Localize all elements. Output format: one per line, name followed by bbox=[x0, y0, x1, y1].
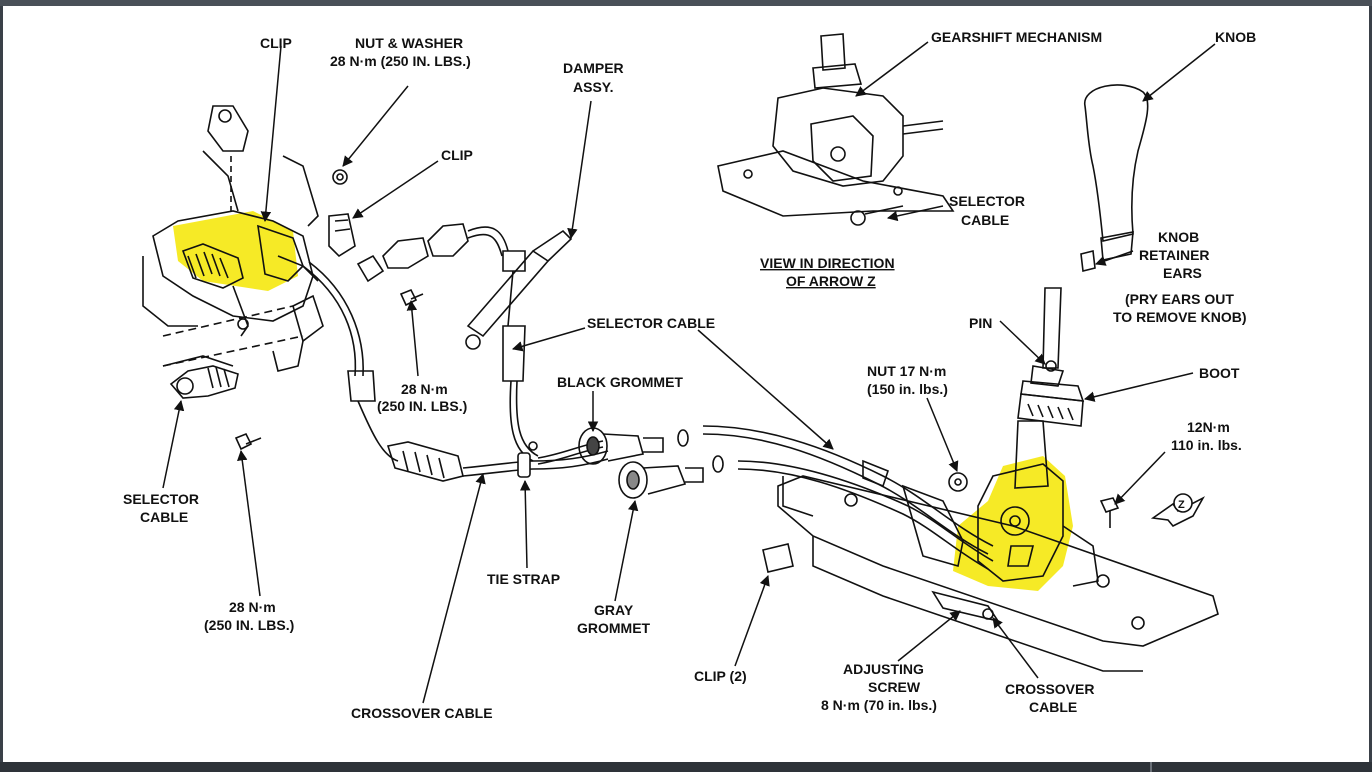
transmission-linkage-left bbox=[142, 105, 324, 372]
label-clip2: CLIP (2) bbox=[694, 668, 747, 684]
label-adjusting-2: SCREW bbox=[868, 679, 921, 695]
bottom-bar bbox=[0, 762, 1372, 772]
nut-top bbox=[332, 169, 348, 185]
cables-to-shifter bbox=[702, 425, 994, 570]
black-grommet bbox=[578, 427, 689, 465]
bottom-divider bbox=[1150, 762, 1152, 772]
label-selector-cable-inset-2: CABLE bbox=[961, 212, 1009, 228]
gray-grommet bbox=[618, 455, 724, 499]
label-black-grommet: BLACK GROMMET bbox=[557, 374, 683, 390]
label-adjusting-3: 8 N·m (70 in. lbs.) bbox=[821, 697, 937, 713]
tie-strap bbox=[517, 441, 538, 478]
label-knob: KNOB bbox=[1215, 29, 1256, 45]
label-pry-1: (PRY EARS OUT bbox=[1125, 291, 1234, 307]
label-torque12-2: 110 in. lbs. bbox=[1171, 437, 1242, 453]
label-view-2: OF ARROW Z bbox=[786, 273, 876, 289]
shifter-mechanism bbox=[977, 287, 1085, 582]
diagram-svg: CLIP NUT & WASHER 28 N·m (250 IN. LBS.) … bbox=[123, 29, 1256, 721]
label-nut-washer-1: NUT & WASHER bbox=[355, 35, 463, 51]
label-selector-cable-mid: SELECTOR CABLE bbox=[587, 315, 715, 331]
inset-gearshift bbox=[717, 33, 955, 226]
shifter-base bbox=[777, 459, 1219, 672]
arrow-z-symbol bbox=[1150, 493, 1205, 527]
label-tie-strap: TIE STRAP bbox=[487, 571, 560, 587]
label-damper-1: DAMPER bbox=[563, 60, 624, 76]
label-gray-grommet-1: GRAY bbox=[594, 602, 634, 618]
label-pry-2: TO REMOVE KNOB) bbox=[1113, 309, 1247, 325]
label-crossover-bottom: CROSSOVER CABLE bbox=[351, 705, 493, 721]
label-damper-2: ASSY. bbox=[573, 79, 613, 95]
highlight-right bbox=[953, 456, 1073, 591]
leader-lines bbox=[162, 41, 1216, 704]
label-crossover-right-1: CROSSOVER bbox=[1005, 681, 1094, 697]
damper-assembly bbox=[465, 229, 573, 350]
labels: CLIP NUT & WASHER 28 N·m (250 IN. LBS.) … bbox=[123, 29, 1256, 721]
label-torque-28-mid-2: (250 IN. LBS.) bbox=[377, 398, 467, 414]
label-selector-cable-left-1: SELECTOR bbox=[123, 491, 199, 507]
label-torque-28-mid-1: 28 N·m bbox=[401, 381, 448, 397]
label-knob-retainer-2: RETAINER bbox=[1139, 247, 1210, 263]
label-view-1: VIEW IN DIRECTION bbox=[760, 255, 895, 271]
label-selector-cable-inset-1: SELECTOR bbox=[949, 193, 1025, 209]
label-torque12-1: 12N·m bbox=[1187, 419, 1230, 435]
knob bbox=[1080, 84, 1149, 272]
nut-17 bbox=[948, 472, 968, 492]
label-pin: PIN bbox=[969, 315, 992, 331]
bolt-left-mid bbox=[399, 288, 424, 307]
selector-cable-main bbox=[356, 223, 604, 465]
clip-mid-part bbox=[328, 213, 356, 258]
bolt-left-low bbox=[234, 432, 262, 451]
label-nut-washer-2: 28 N·m (250 IN. LBS.) bbox=[330, 53, 471, 69]
top-bar bbox=[0, 0, 1372, 6]
label-arrow-z: Z bbox=[1178, 499, 1185, 511]
label-knob-retainer-1: KNOB bbox=[1158, 229, 1199, 245]
crossover-cable bbox=[302, 261, 609, 482]
highlight-left bbox=[173, 211, 298, 291]
label-nut17-1: NUT 17 N·m bbox=[867, 363, 946, 379]
label-nut17-2: (150 in. lbs.) bbox=[867, 381, 948, 397]
selector-cable-end-left bbox=[169, 365, 239, 399]
label-clip-top: CLIP bbox=[260, 35, 292, 51]
label-gray-grommet-2: GROMMET bbox=[577, 620, 651, 636]
label-adjusting-1: ADJUSTING bbox=[843, 661, 924, 677]
label-selector-cable-left-2: CABLE bbox=[140, 509, 188, 525]
label-torque-28-low-2: (250 IN. LBS.) bbox=[204, 617, 294, 633]
label-gearshift: GEARSHIFT MECHANISM bbox=[931, 29, 1102, 45]
bolt-12nm bbox=[1099, 497, 1120, 528]
label-clip-mid: CLIP bbox=[441, 147, 473, 163]
label-crossover-right-2: CABLE bbox=[1029, 699, 1077, 715]
label-boot: BOOT bbox=[1199, 365, 1240, 381]
diagram-canvas: CLIP NUT & WASHER 28 N·m (250 IN. LBS.) … bbox=[3, 6, 1369, 762]
label-knob-retainer-3: EARS bbox=[1163, 265, 1202, 281]
clip-2-part bbox=[762, 543, 794, 573]
label-torque-28-low-1: 28 N·m bbox=[229, 599, 276, 615]
